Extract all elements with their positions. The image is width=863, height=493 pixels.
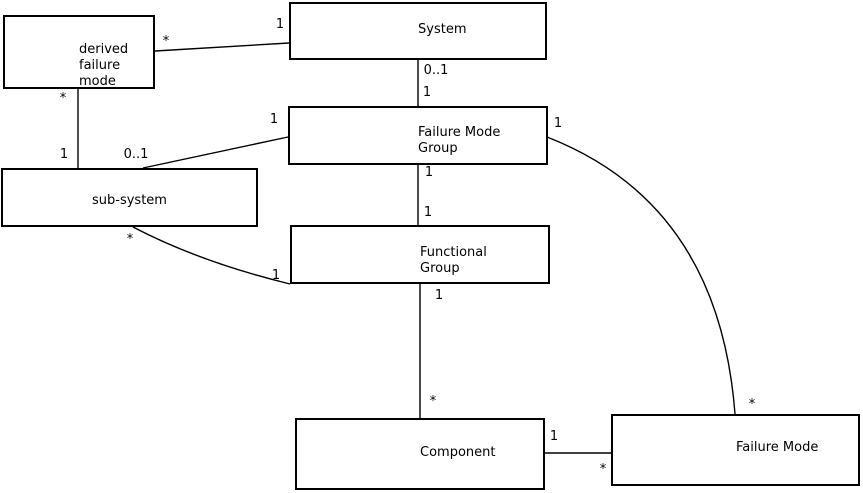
edge-failure-mode-group--sub-system	[142, 136, 289, 169]
edge-system--derived-failure-mode	[154, 42, 290, 52]
multiplicity-label: 1	[269, 112, 279, 127]
multiplicity-label: 1	[434, 288, 444, 303]
node-label-component: Component	[420, 445, 496, 460]
edge-failure-mode-group--failure-mode	[546, 136, 736, 415]
node-label-failure-mode-group: Failure Mode Group	[418, 125, 501, 156]
node-label-system: System	[418, 22, 467, 37]
multiplicity-label: 1	[271, 268, 281, 283]
node-failure-mode: Failure Mode	[611, 414, 860, 486]
multiplicity-label: 1	[553, 116, 563, 131]
node-system: System	[289, 2, 547, 60]
node-derived-failure-mode: derived failure mode	[3, 15, 155, 89]
node-label-functional-group: Functional Group	[420, 245, 487, 276]
node-functional-group: Functional Group	[290, 225, 550, 284]
node-label-failure-mode: Failure Mode	[736, 440, 819, 455]
node-component: Component	[295, 418, 545, 490]
edge-sub-system--functional-group	[132, 226, 291, 285]
multiplicity-label: *	[126, 232, 134, 247]
multiplicity-label: 0..1	[123, 147, 149, 162]
multiplicity-label: *	[748, 397, 756, 412]
multiplicity-label: 1	[423, 205, 433, 220]
node-failure-mode-group: Failure Mode Group	[288, 106, 548, 165]
multiplicity-label: 1	[275, 17, 285, 32]
multiplicity-label: 0..1	[423, 63, 449, 78]
multiplicity-label: 1	[424, 165, 434, 180]
multiplicity-label: 1	[422, 85, 432, 100]
multiplicity-label: 1	[59, 147, 69, 162]
multiplicity-label: *	[162, 34, 170, 49]
node-label-sub-system: sub-system	[92, 193, 167, 208]
multiplicity-label: *	[59, 91, 67, 106]
multiplicity-label: 1	[549, 429, 559, 444]
multiplicity-label: *	[429, 394, 437, 409]
node-sub-system: sub-system	[1, 168, 258, 227]
multiplicity-label: *	[599, 462, 607, 477]
node-label-derived-failure-mode: derived failure mode	[79, 42, 129, 89]
